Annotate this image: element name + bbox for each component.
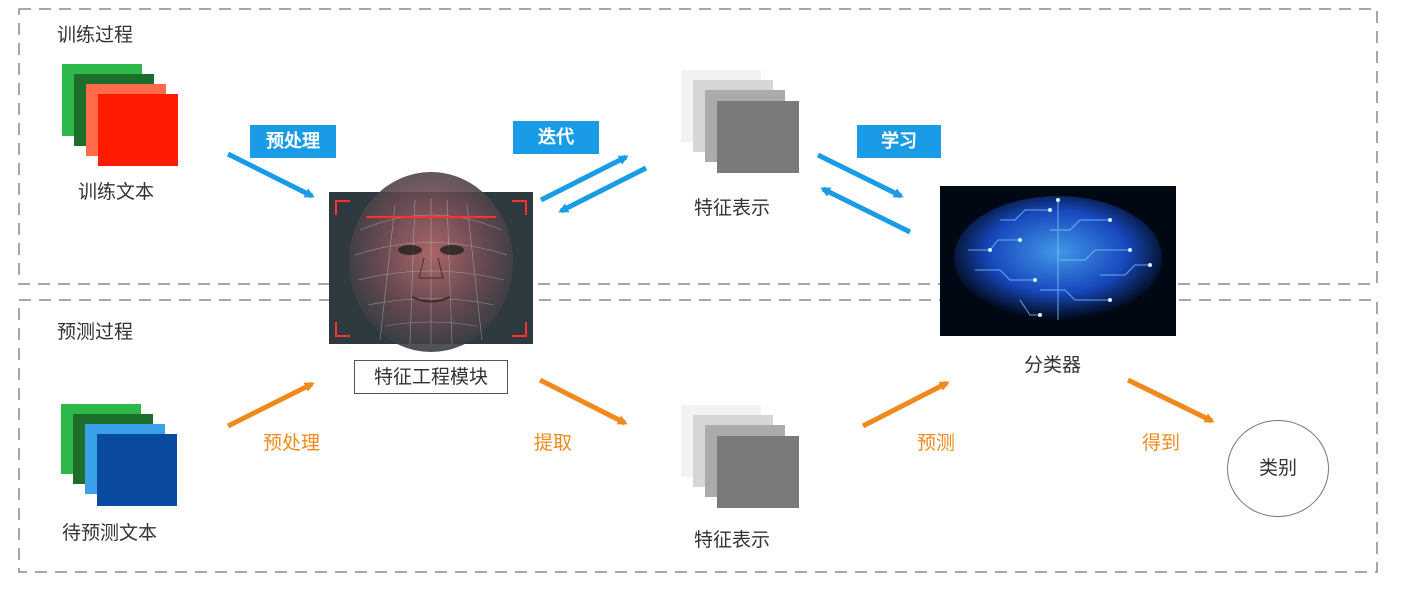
arrow-iterate-forward xyxy=(539,154,629,203)
arrow-obtain xyxy=(1126,377,1215,424)
arrow-predict xyxy=(861,380,950,429)
brain-image xyxy=(940,186,1176,336)
category-circle: 类别 xyxy=(1227,420,1329,517)
arrow-extract xyxy=(538,377,628,426)
training-section-border xyxy=(18,8,1378,285)
arrow-iterate-back xyxy=(558,165,648,214)
feature-repr-top-stack-icon xyxy=(681,70,799,173)
iterate-tag: 迭代 xyxy=(513,121,599,154)
training-section-title: 训练过程 xyxy=(57,24,134,46)
preprocess-top-tag: 预处理 xyxy=(250,125,336,158)
obtain-label: 得到 xyxy=(1142,432,1181,454)
preprocess-bottom-label: 预处理 xyxy=(263,432,321,454)
predict-text-stack-icon xyxy=(61,404,177,506)
arrow-preprocess-bottom xyxy=(226,381,315,429)
predict-text-label: 待预测文本 xyxy=(62,522,158,544)
training-text-label: 训练文本 xyxy=(78,181,155,203)
classifier-label: 分类器 xyxy=(1024,354,1082,376)
arrow-learn-back xyxy=(820,186,912,235)
face-scan-image xyxy=(329,172,533,352)
arrow-learn-forward xyxy=(816,152,904,199)
feature-module-box: 特征工程模块 xyxy=(354,360,508,394)
prediction-section-border xyxy=(18,299,1378,573)
feature-repr-bottom-label: 特征表示 xyxy=(694,529,771,551)
learn-tag: 学习 xyxy=(857,125,941,158)
feature-repr-top-label: 特征表示 xyxy=(694,197,771,219)
predict-label: 预测 xyxy=(917,432,956,454)
arrow-preprocess-top xyxy=(226,151,315,199)
prediction-section-title: 预测过程 xyxy=(57,321,134,343)
extract-label: 提取 xyxy=(534,432,573,454)
training-text-stack-icon xyxy=(62,64,178,166)
feature-repr-bottom-stack-icon xyxy=(681,405,799,508)
